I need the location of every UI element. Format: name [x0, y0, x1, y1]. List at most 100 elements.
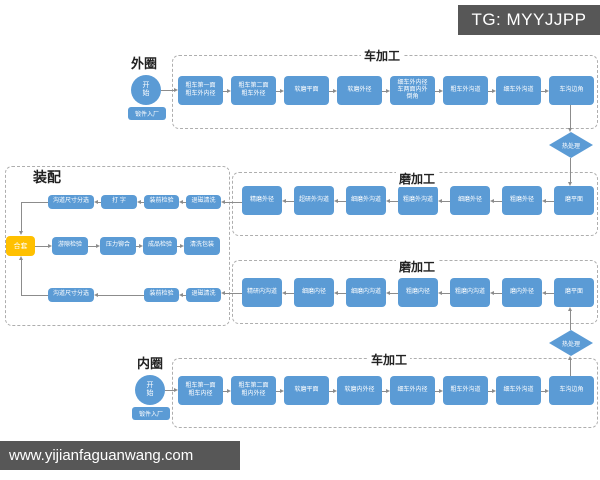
- assembly-label: 装配: [33, 169, 61, 185]
- inner-grinding-process-label: 磨加工: [396, 258, 439, 275]
- outer-turning-arrowhead-2: [280, 88, 284, 93]
- outer-grinding-arrowhead-5: [490, 198, 494, 203]
- outer-turning-arrowhead-6: [492, 88, 496, 93]
- connector-assembly-bottom-elbow-h: [21, 295, 48, 296]
- outer-turning-process-label: 车加工: [361, 47, 404, 64]
- outer-turning-step-7: 细车外沟道: [496, 76, 541, 105]
- assembly-top-connector-2: [140, 202, 144, 203]
- outer-turning-step-1: 粗车第一面 粗车外内径: [178, 76, 223, 105]
- inner-turning-arrowhead-1: [227, 388, 231, 393]
- arrowhead-into-inner-grinding: [568, 307, 572, 311]
- outer-turning-arrowhead-7: [545, 88, 549, 93]
- assembly-bottom-step-3: 退磁清洗: [186, 288, 221, 302]
- inner-grinding-connector-4: [441, 292, 450, 294]
- inner-start-label: 开始: [146, 381, 154, 397]
- inner-turning-step-7: 细车外沟道: [496, 376, 541, 405]
- inner-turning-connector-2: [276, 390, 281, 392]
- inner-grinding-arrowhead-4: [438, 290, 442, 295]
- inner-grinding-step-1: 精研内沟道: [242, 278, 282, 307]
- assembly-bottom-connector-1: [97, 295, 144, 296]
- inner-turning-step-5: 细车外内径: [390, 376, 435, 405]
- assembly-bottom-step-1: 沟道尺寸分选: [48, 288, 94, 302]
- inner-ring-label: 内圈: [137, 356, 164, 371]
- arrowhead-outer-grinding-to-assembly: [221, 200, 225, 204]
- outer-grinding-connector-1: [285, 200, 294, 202]
- assembly-middle-arrowhead-1: [96, 244, 100, 248]
- connector-assembly-bottom-elbow-v: [21, 260, 22, 295]
- inner-grinding-connector-3: [389, 292, 398, 294]
- outer-grinding-arrowhead-1: [282, 198, 286, 203]
- connector-heat-to-outer-grinding: [570, 158, 571, 182]
- inner-grinding-arrowhead-1: [282, 290, 286, 295]
- outer-turning-step-8: 车沟边角: [549, 76, 594, 105]
- assembly-bottom-connector-2: [182, 295, 186, 296]
- connector-outer-grinding-to-assembly: [225, 202, 242, 203]
- outer-turning-connector-2: [276, 90, 281, 92]
- arrowhead-into-outer-grinding: [568, 182, 572, 186]
- arrowhead-inner-start: [174, 388, 178, 392]
- inner-turning-step-4: 软磨内外径: [337, 376, 382, 405]
- inner-grinding-connector-5: [493, 292, 502, 294]
- inner-grinding-arrowhead-6: [542, 290, 546, 295]
- outer-grinding-step-3: 细磨外沟道: [346, 186, 386, 215]
- assembly-top-step-2: 打 字: [101, 195, 137, 209]
- assembly-middle-step-1: 游隙检验: [52, 237, 88, 255]
- inner-turning-step-1: 粗车第一面 粗车内径: [178, 376, 223, 405]
- arrowhead-into-heat-top: [568, 128, 572, 132]
- outer-grinding-step-7: 磨平面: [554, 186, 594, 215]
- outer-grinding-step-6: 粗磨外径: [502, 186, 542, 215]
- assembly-top-arrowhead-2: [137, 200, 141, 204]
- outer-turning-step-6: 粗车外沟道: [443, 76, 488, 105]
- outer-turning-step-3: 软磨平面: [284, 76, 329, 105]
- inner-grinding-connector-1: [285, 292, 294, 294]
- inner-turning-step-6: 粗车外沟道: [443, 376, 488, 405]
- watermark-bar: www.yijianfaguanwang.com: [0, 441, 240, 470]
- outer-grinding-arrowhead-3: [386, 198, 390, 203]
- outer-turning-step-2: 粗车第二面 粗车外径: [231, 76, 276, 105]
- inner-grinding-step-4: 粗磨内径: [398, 278, 438, 307]
- inner-turning-connector-4: [382, 390, 387, 392]
- outer-grinding-connector-6: [545, 200, 554, 202]
- inner-grinding-step-6: 磨内外径: [502, 278, 542, 307]
- inner-turning-arrowhead-4: [386, 388, 390, 393]
- assembly-middle-arrowhead-2: [139, 244, 143, 248]
- inner-turning-connector-1: [223, 390, 228, 392]
- assembly-middle-step-4: 清洗包装: [184, 237, 220, 255]
- connector-heat-to-inner-grinding: [570, 311, 571, 330]
- assembly-middle-step-2: 压力铆合: [100, 237, 136, 255]
- arrowhead-merge-to-clearance: [48, 244, 52, 248]
- outer-turning-arrowhead-3: [333, 88, 337, 93]
- outer-grinding-step-4: 粗磨外沟道: [398, 186, 438, 215]
- outer-turning-connector-6: [488, 90, 493, 92]
- outer-turning-step-5: 细车外内径 车两面内外 倒角: [390, 76, 435, 105]
- assembly-bottom-step-2: 装前检验: [144, 288, 179, 302]
- outer-forging-input: 锻件入厂: [128, 107, 166, 120]
- inner-grinding-connector-2: [337, 292, 346, 294]
- outer-turning-connector-4: [382, 90, 387, 92]
- assembly-top-arrowhead-3: [179, 200, 183, 204]
- outer-grinding-step-5: 细磨外径: [450, 186, 490, 215]
- assembly-bottom-arrowhead-2: [179, 293, 183, 297]
- assembly-merge-node: 合套: [6, 236, 35, 256]
- inner-grinding-step-7: 磨平面: [554, 278, 594, 307]
- inner-turning-connector-7: [541, 390, 546, 392]
- inner-grinding-step-3: 细磨内沟道: [346, 278, 386, 307]
- inner-turning-step-3: 软磨平面: [284, 376, 329, 405]
- tg-badge: TG: MYYJJPP: [458, 5, 600, 35]
- outer-turning-connector-5: [435, 90, 440, 92]
- arrowhead-into-merge-bottom: [19, 256, 23, 260]
- inner-grinding-step-2: 细磨内径: [294, 278, 334, 307]
- inner-grinding-connector-6: [545, 292, 554, 294]
- inner-grinding-arrowhead-3: [386, 290, 390, 295]
- outer-turning-step-4: 软磨外径: [337, 76, 382, 105]
- assembly-top-step-1: 沟道尺寸分选: [48, 195, 94, 209]
- connector-merge-to-clearance: [35, 246, 48, 247]
